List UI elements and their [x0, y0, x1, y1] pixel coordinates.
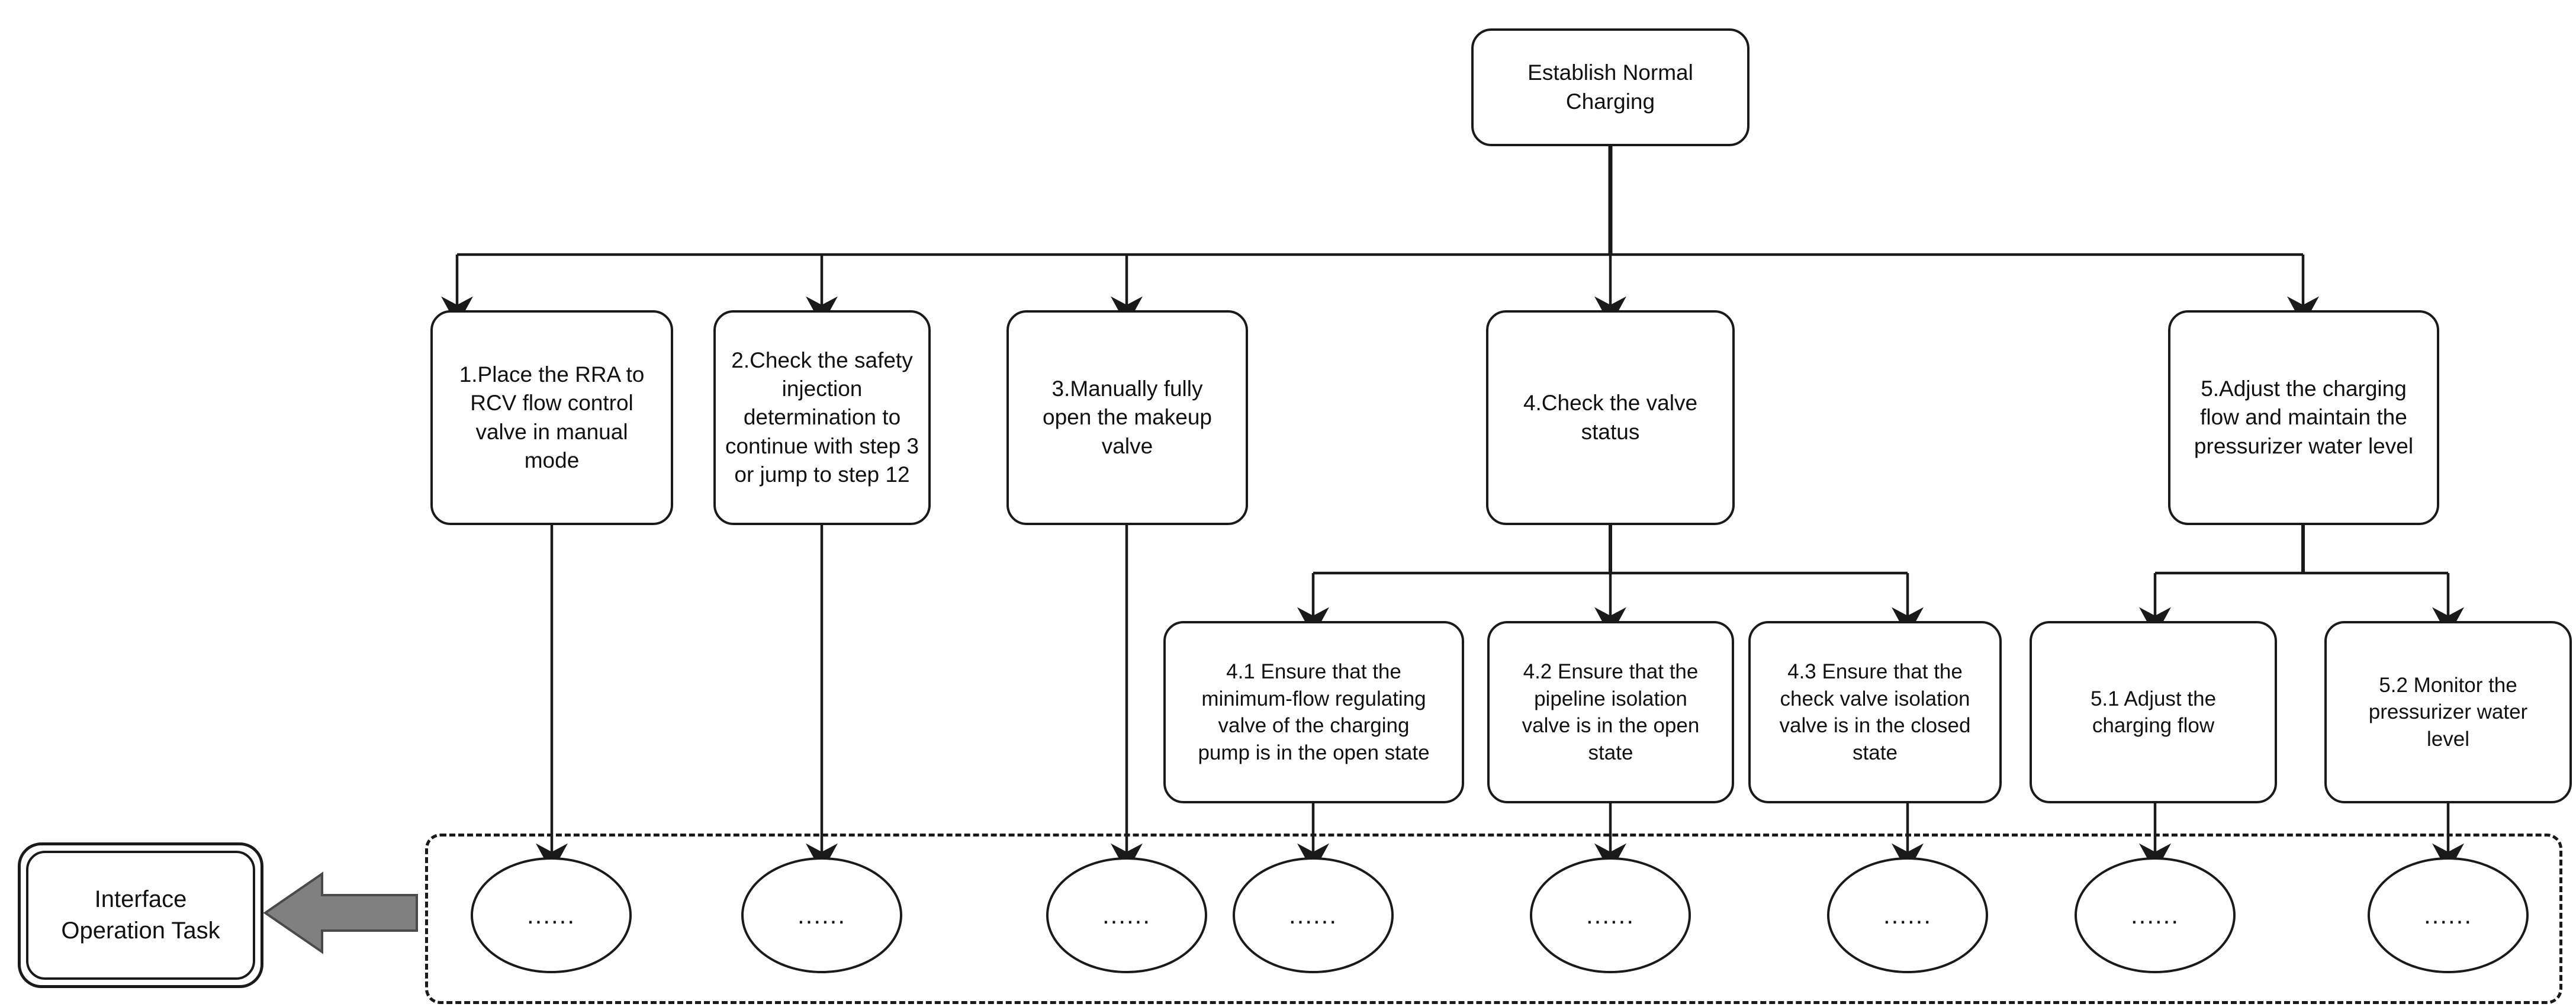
leaf-ellipse-2[interactable]: ...... — [741, 857, 902, 973]
node-step-4-2-pipeline-isolation-valve-open[interactable]: 4.2 Ensure that the pipeline isolation v… — [1487, 621, 1734, 803]
leaf-ellipse-3-label: ...... — [1102, 901, 1151, 929]
leaf-ellipse-4-label: ...... — [1288, 901, 1337, 929]
node-step-2-label: 2.Check the safety injection determinati… — [725, 348, 919, 487]
node-step-2-check-safety-injection[interactable]: 2.Check the safety injection determinati… — [713, 310, 931, 525]
node-step-4-1-label: 4.1 Ensure that the minimum-flow regulat… — [1198, 660, 1430, 764]
node-step-4-3-label: 4.3 Ensure that the check valve isolatio… — [1779, 660, 1971, 764]
node-root-establish-normal-charging[interactable]: Establish Normal Charging — [1471, 28, 1750, 146]
leaf-ellipse-3[interactable]: ...... — [1046, 857, 1207, 973]
node-root-label: Establish Normal Charging — [1527, 60, 1693, 114]
node-step-1-label: 1.Place the RRA to RCV flow control valv… — [459, 362, 645, 472]
node-step-3-label: 3.Manually fully open the makeup valve — [1043, 377, 1212, 458]
node-step-4-check-valve-status[interactable]: 4.Check the valve status — [1486, 310, 1735, 525]
interface-operation-task-label: Interface Operation Task — [61, 886, 220, 944]
node-step-5-2-monitor-pressurizer-level[interactable]: 5.2 Monitor the pressurizer water level — [2324, 621, 2572, 803]
leaf-ellipse-2-label: ...... — [797, 901, 846, 929]
interface-operation-task-group-boundary — [425, 834, 2562, 1004]
node-step-4-1-min-flow-regulating-valve-open[interactable]: 4.1 Ensure that the minimum-flow regulat… — [1163, 621, 1464, 803]
node-step-3-open-makeup-valve[interactable]: 3.Manually fully open the makeup valve — [1006, 310, 1248, 525]
interface-operation-task-inner: Interface Operation Task — [26, 851, 255, 980]
leaf-ellipse-6[interactable]: ...... — [1827, 857, 1988, 973]
node-step-5-2-label: 5.2 Monitor the pressurizer water level — [2368, 673, 2528, 751]
leaf-ellipse-1-label: ...... — [526, 901, 575, 929]
callout-block-arrow-left — [263, 871, 418, 954]
leaf-ellipse-7[interactable]: ...... — [2075, 857, 2236, 973]
leaf-ellipse-4[interactable]: ...... — [1233, 857, 1394, 973]
node-step-5-adjust-charging-flow[interactable]: 5.Adjust the charging flow and maintain … — [2168, 310, 2439, 525]
leaf-ellipse-8-label: ...... — [2423, 901, 2472, 929]
node-step-5-1-label: 5.1 Adjust the charging flow — [2090, 687, 2217, 738]
leaf-ellipse-7-label: ...... — [2130, 901, 2179, 929]
leaf-ellipse-5[interactable]: ...... — [1530, 857, 1691, 973]
node-step-5-label: 5.Adjust the charging flow and maintain … — [2194, 377, 2414, 458]
leaf-ellipse-5-label: ...... — [1586, 901, 1635, 929]
node-step-4-label: 4.Check the valve status — [1523, 391, 1698, 444]
node-step-5-1-adjust-charging-flow[interactable]: 5.1 Adjust the charging flow — [2030, 621, 2277, 803]
node-step-4-3-check-valve-isolation-closed[interactable]: 4.3 Ensure that the check valve isolatio… — [1748, 621, 2002, 803]
leaf-ellipse-6-label: ...... — [1883, 901, 1932, 929]
leaf-ellipse-8[interactable]: ...... — [2368, 857, 2529, 973]
leaf-ellipse-1[interactable]: ...... — [471, 857, 632, 973]
node-step-1-place-rra-rcv-valve-manual[interactable]: 1.Place the RRA to RCV flow control valv… — [430, 310, 673, 525]
interface-operation-task-box[interactable]: Interface Operation Task — [18, 842, 263, 988]
node-step-4-2-label: 4.2 Ensure that the pipeline isolation v… — [1522, 660, 1700, 764]
